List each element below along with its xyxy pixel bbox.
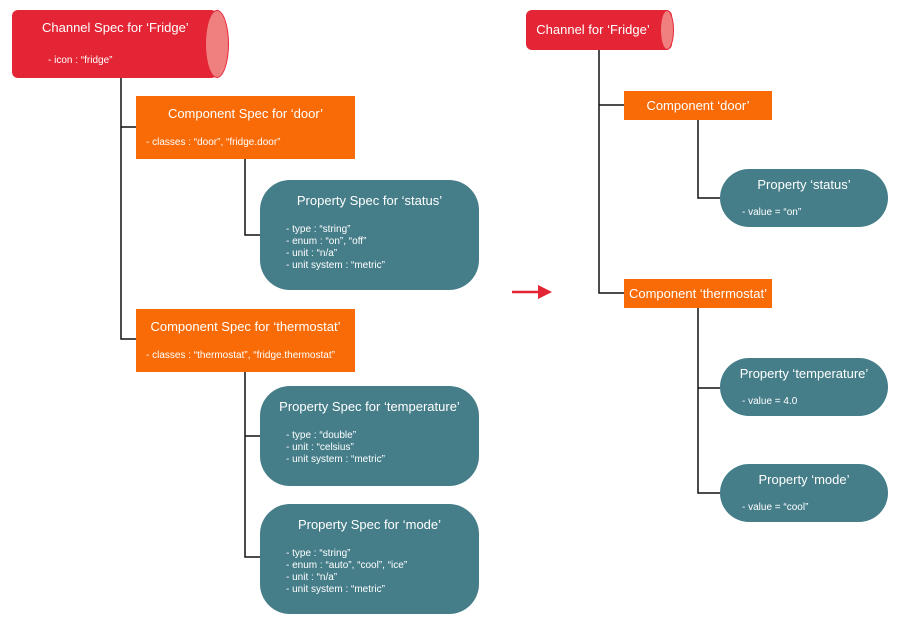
attr-line: - type : “string”	[286, 548, 351, 559]
attr-line: - unit : “celsius”	[286, 442, 354, 453]
property-status: Property ‘status’ - value = “on”	[720, 169, 888, 227]
channel-title: Channel for ‘Fridge’	[536, 22, 650, 37]
property-temperature-value: - value = 4.0	[742, 396, 798, 407]
attr-line: - enum : “on”, “off”	[286, 236, 367, 247]
cylinder-cap	[660, 10, 674, 50]
arrow-right-icon	[512, 285, 552, 299]
property-spec-status-attrs: - type : “string” - enum : “on”, “off” -…	[286, 224, 385, 272]
property-spec-status-title: Property Spec for ‘status’	[296, 193, 443, 208]
attr-line: - unit system : “metric”	[286, 260, 385, 271]
component-spec-thermostat-attr: - classes : “thermostat”, “fridge.thermo…	[146, 350, 335, 361]
property-spec-temperature: Property Spec for ‘temperature’ - type :…	[260, 386, 479, 486]
property-status-title: Property ‘status’	[757, 177, 851, 192]
property-spec-mode: Property Spec for ‘mode’ - type : “strin…	[260, 504, 479, 614]
component-door: Component ‘door’	[624, 91, 772, 120]
attr-line: - unit system : “metric”	[286, 454, 385, 465]
connector-thermostat-to-mode	[244, 372, 260, 558]
property-status-value: - value = “on”	[742, 207, 802, 218]
property-mode-title: Property ‘mode’	[758, 472, 850, 487]
attr-line: - type : “string”	[286, 224, 351, 235]
property-spec-status: Property Spec for ‘status’ - type : “str…	[260, 180, 479, 290]
channel-fridge: Channel for ‘Fridge’	[526, 10, 674, 50]
property-spec-temperature-title: Property Spec for ‘temperature’	[279, 399, 460, 414]
attr-line: - unit system : “metric”	[286, 584, 385, 595]
component-spec-door-title: Component Spec for ‘door’	[167, 106, 324, 121]
attr-line: - enum : “auto”, “cool”, “ice”	[286, 560, 408, 571]
channel-spec-attr: - icon : “fridge”	[48, 55, 113, 66]
channel-spec-fridge: Channel Spec for ‘Fridge’ - icon : “frid…	[12, 10, 229, 78]
property-spec-mode-attrs: - type : “string” - enum : “auto”, “cool…	[286, 548, 407, 596]
component-thermostat-title: Component ‘thermostat’	[628, 286, 767, 301]
property-spec-temperature-attrs: - type : “double” - unit : “celsius” - u…	[286, 430, 385, 466]
property-temperature: Property ‘temperature’ - value = 4.0	[720, 358, 888, 416]
channel-spec-title: Channel Spec for ‘Fridge’	[42, 20, 189, 35]
component-door-title: Component ‘door’	[646, 98, 750, 113]
attr-line: - unit : “n/a”	[286, 572, 338, 583]
property-spec-mode-title: Property Spec for ‘mode’	[297, 517, 442, 532]
component-spec-door-attr: - classes : “door”, “fridge.door”	[146, 137, 281, 148]
component-spec-thermostat: Component Spec for ‘thermostat’ - classe…	[136, 309, 355, 372]
property-mode: Property ‘mode’ - value = “cool”	[720, 464, 888, 522]
connector-channel-to-thermostat	[120, 78, 136, 340]
component-spec-thermostat-title: Component Spec for ‘thermostat’	[150, 319, 341, 334]
property-mode-value: - value = “cool”	[742, 502, 809, 513]
attr-line: - unit : “n/a”	[286, 248, 338, 259]
component-spec-door: Component Spec for ‘door’ - classes : “d…	[136, 96, 355, 159]
attr-line: - type : “double”	[286, 430, 357, 441]
connector-door-to-status	[244, 159, 260, 236]
connector-r-channel-to-thermostat	[598, 50, 624, 294]
cylinder-cap	[205, 10, 229, 78]
property-temperature-title: Property ‘temperature’	[739, 366, 869, 381]
connector-r-thermostat-to-mode	[697, 308, 720, 494]
connector-r-door-to-status	[697, 120, 720, 199]
component-thermostat: Component ‘thermostat’	[624, 279, 772, 308]
